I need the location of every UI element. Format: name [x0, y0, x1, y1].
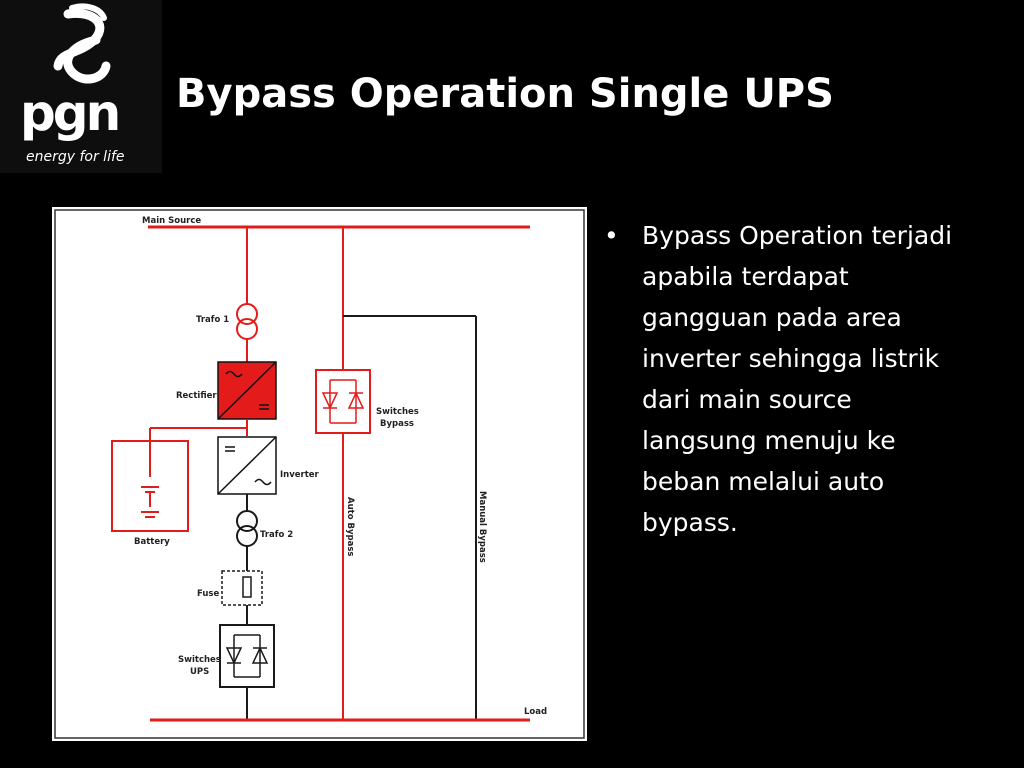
switches-ups-label-1: Switches [178, 655, 221, 665]
trafo2-label: Trafo 2 [260, 530, 293, 540]
inverter-icon [217, 436, 277, 495]
logo-brand-text: pgn [20, 84, 121, 142]
pgn-flame-icon [53, 3, 111, 84]
bullet-list: • Bypass Operation terjadi apabila terda… [600, 215, 1010, 543]
rectifier-icon [217, 361, 277, 420]
switches-bypass-label-2: Bypass [380, 419, 414, 429]
bullet-line: gangguan pada area [642, 303, 902, 332]
trafo2-icon [236, 510, 258, 547]
switches-ups-icon [219, 624, 275, 688]
main-source-label: Main Source [142, 216, 201, 226]
bullet-line: Bypass Operation terjadi [642, 221, 953, 250]
inverter-label: Inverter [280, 470, 320, 480]
trafo1-icon [236, 303, 258, 340]
logo-tagline: energy for life [26, 149, 125, 165]
switches-bypass-icon [315, 369, 371, 434]
load-label: Load [524, 707, 547, 717]
switches-ups-label-2: UPS [190, 667, 209, 677]
battery-icon [111, 440, 189, 532]
bullet-line: langsung menuju ke [642, 426, 896, 455]
bullet-item: • Bypass Operation terjadi apabila terda… [600, 215, 1010, 543]
bullet-icon: • [604, 221, 619, 250]
manual-bypass-label: Manual Bypass [477, 491, 487, 563]
switches-bypass-label-1: Switches [376, 407, 419, 417]
bullet-line: beban melalui auto [642, 467, 885, 496]
fuse-icon [221, 570, 263, 606]
trafo1-label: Trafo 1 [196, 315, 229, 325]
fuse-label: Fuse [197, 589, 219, 599]
pgn-logo: pgn energy for life [0, 0, 162, 173]
ups-bypass-diagram: Main Source Trafo 1 Rectifier [52, 207, 587, 741]
bullet-line: dari main source [642, 385, 852, 414]
auto-bypass-label: Auto Bypass [345, 497, 355, 556]
battery-label: Battery [134, 537, 170, 547]
bullet-line: bypass. [642, 508, 738, 537]
bullet-line: inverter sehingga listrik [642, 344, 940, 373]
slide-title: Bypass Operation Single UPS [176, 71, 834, 117]
bullet-line: apabila terdapat [642, 262, 849, 291]
diagram-border [54, 209, 585, 739]
rectifier-label: Rectifier [176, 391, 217, 401]
